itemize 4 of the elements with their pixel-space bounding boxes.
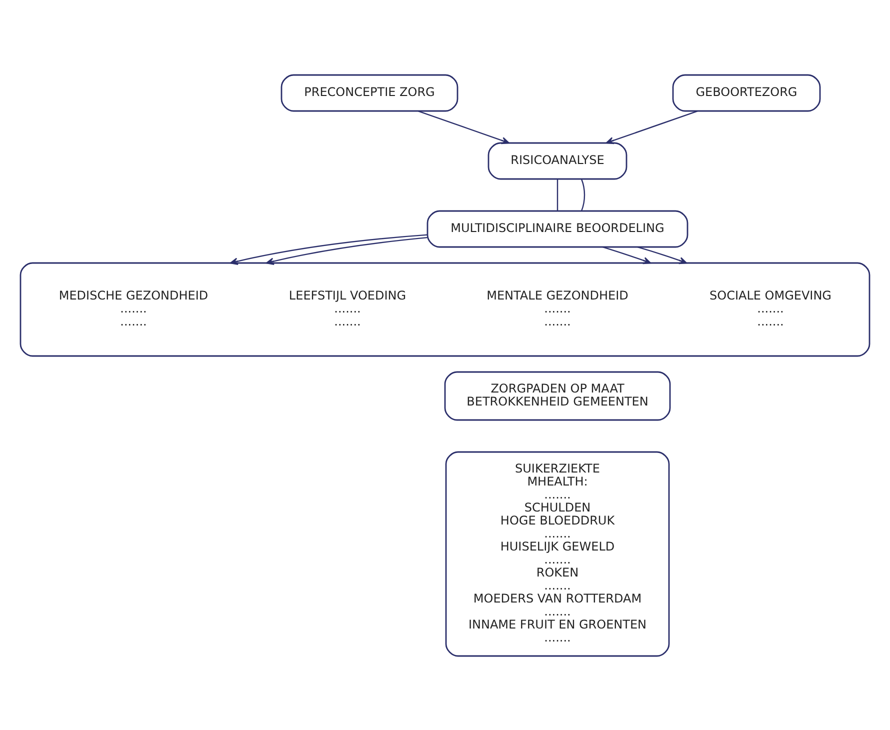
node-text: LEEFSTIJL VOEDING ....... ....... xyxy=(288,288,406,328)
node-text: MEDISCHE GEZONDHEID ....... ....... xyxy=(58,288,208,328)
node-text: MENTALE GEZONDHEID ....... ....... xyxy=(486,288,628,328)
node-text: SOCIALE OMGEVING ....... ....... xyxy=(710,288,832,328)
